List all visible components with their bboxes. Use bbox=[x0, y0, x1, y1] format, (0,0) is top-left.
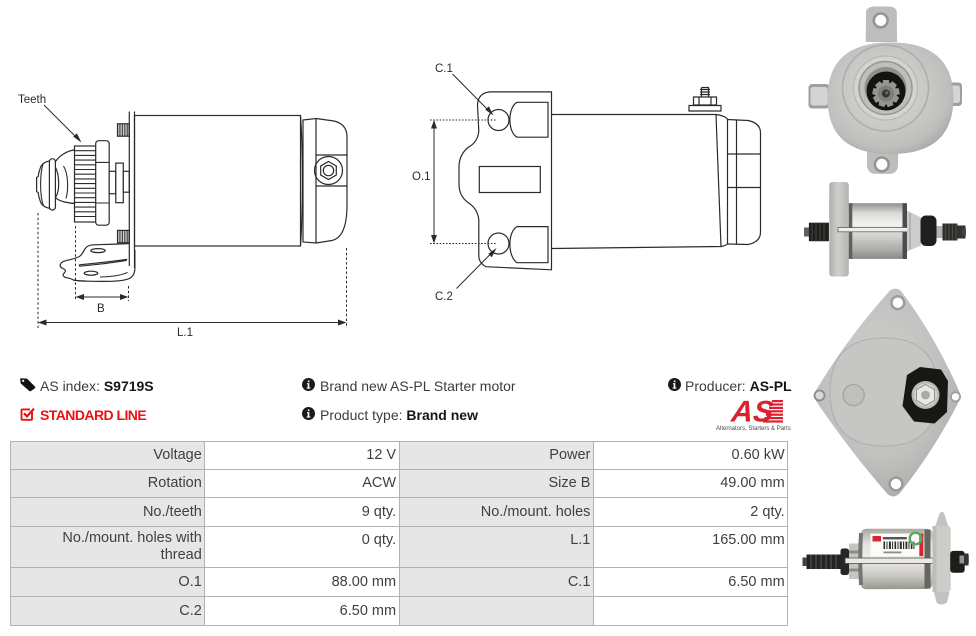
svg-text:Teeth: Teeth bbox=[18, 94, 46, 106]
svg-text:C.2: C.2 bbox=[435, 291, 453, 303]
svg-text:O.1: O.1 bbox=[412, 171, 431, 183]
svg-text:B: B bbox=[97, 303, 105, 315]
svg-text:Alternators, Starters & Parts: Alternators, Starters & Parts bbox=[716, 426, 791, 432]
svg-text:L.1: L.1 bbox=[177, 327, 193, 339]
svg-text:C.1: C.1 bbox=[435, 63, 453, 75]
svg-text:AS: AS bbox=[729, 396, 775, 429]
